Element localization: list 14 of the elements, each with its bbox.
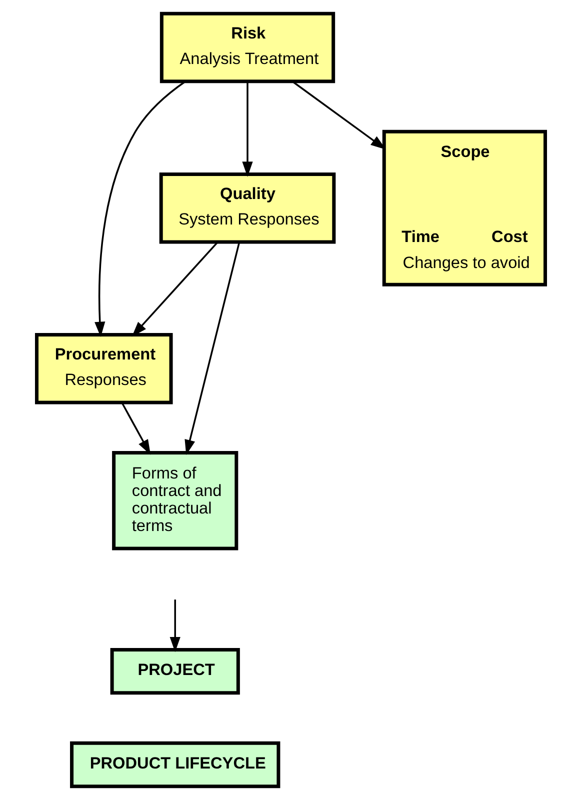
arrow: [184, 241, 240, 455]
node-box: Scope Time Cost Changes to avoid: [382, 129, 547, 286]
arrow: [132, 240, 218, 336]
node-box: PROJECT: [110, 647, 240, 694]
arrow: [242, 81, 253, 176]
node-box: Risk Analysis Treatment: [160, 11, 336, 83]
arrow: [94, 80, 186, 337]
node-box: Procurement Responses: [35, 332, 173, 404]
node-box: Forms of contract and contractual terms: [112, 450, 238, 550]
node-box: Quality System Responses: [159, 172, 336, 244]
arrow: [170, 599, 180, 652]
arrow: [292, 80, 386, 149]
node-box: PRODUCT LIFECYCLE: [70, 740, 280, 788]
arrow: [121, 402, 151, 454]
